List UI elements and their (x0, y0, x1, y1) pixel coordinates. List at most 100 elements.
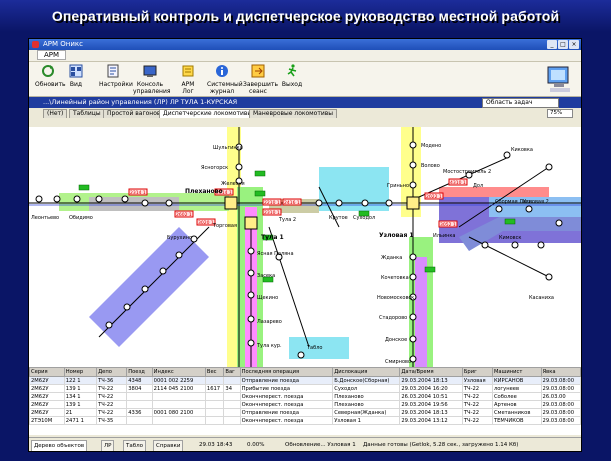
station-node[interactable] (409, 181, 417, 189)
train-tag[interactable]: 2602 1 (174, 210, 194, 218)
end-session-button[interactable]: Завершить сеанс (243, 64, 278, 95)
refresh-button[interactable]: Обновить (35, 64, 65, 88)
station-node[interactable] (141, 199, 149, 207)
tab-none[interactable]: (Нет) (43, 109, 68, 118)
tab-wagon-idle[interactable]: Простой вагонов (103, 109, 165, 118)
station-node[interactable] (361, 199, 369, 207)
minimize-button[interactable]: _ (547, 40, 557, 49)
view-button[interactable]: Вид (65, 64, 87, 88)
tab-dispatch-locos[interactable]: Диспетчерские локомотивы (159, 109, 257, 118)
column-header[interactable]: Ваг (223, 367, 241, 377)
station-node[interactable] (175, 251, 183, 259)
column-header[interactable]: Машинист (491, 367, 542, 377)
loco-marker[interactable] (254, 190, 266, 197)
column-header[interactable]: Вес (204, 367, 225, 377)
console-button[interactable]: Консоль управления (133, 64, 170, 95)
station-node[interactable] (315, 199, 323, 207)
tab-shunting-locos[interactable]: Маневровые локомотивы (249, 109, 338, 118)
train-tag[interactable]: 2416 1 (282, 198, 302, 206)
station-node[interactable] (537, 241, 545, 249)
station-node[interactable] (409, 355, 417, 363)
station-node[interactable] (297, 351, 305, 359)
station-node[interactable] (247, 339, 255, 347)
zoom-select[interactable]: 75% (547, 109, 573, 118)
train-tag[interactable]: 2210 1 (262, 198, 282, 206)
station-node[interactable] (545, 163, 553, 171)
station-node[interactable] (409, 293, 417, 301)
station-node[interactable] (235, 163, 243, 171)
settings-button[interactable]: Настройки (99, 64, 133, 88)
maximize-button[interactable]: □ (558, 40, 568, 49)
station-node[interactable] (409, 335, 417, 343)
train-tag[interactable]: 2314 1 (128, 188, 148, 196)
column-header[interactable]: Дислокация (332, 367, 401, 377)
window-titlebar[interactable]: АРМ Оникс _ □ × (29, 39, 581, 50)
station-node[interactable] (53, 195, 61, 203)
station-node[interactable] (555, 219, 563, 227)
column-header[interactable]: Дата/Время (399, 367, 463, 377)
station-node[interactable] (123, 303, 131, 311)
station-node[interactable] (141, 285, 149, 293)
arm-log-button[interactable]: АРМ Лог (175, 64, 201, 95)
train-tag[interactable]: 4310 1 (448, 178, 468, 186)
column-header[interactable]: Последняя операция (239, 367, 334, 377)
tab-object-tree[interactable]: Дерево объектов (31, 440, 88, 451)
rail-schema[interactable]: 2314 1 2602 1 3020 1 2210 1 2310 1 2416 … (29, 127, 581, 367)
train-tag[interactable]: 2022 1 (424, 192, 444, 200)
station-node[interactable] (481, 241, 489, 249)
tab-tablo[interactable]: Табло (123, 440, 147, 451)
station-node[interactable] (409, 161, 417, 169)
junction-tula1[interactable] (244, 216, 258, 230)
menu-item-arm[interactable]: АРМ (37, 50, 67, 60)
train-tag[interactable]: 3052 1 (438, 220, 458, 228)
station-node[interactable] (35, 195, 43, 203)
column-header[interactable]: Бриг (461, 367, 493, 377)
tab-tables[interactable]: Таблицы (69, 109, 105, 118)
loco-marker[interactable] (254, 170, 266, 177)
tab-references[interactable]: Справки (153, 440, 184, 451)
station-node[interactable] (503, 151, 511, 159)
station-node[interactable] (465, 171, 473, 179)
station-node[interactable] (409, 141, 417, 149)
loco-marker[interactable] (424, 266, 436, 273)
station-node[interactable] (545, 273, 553, 281)
exit-button[interactable]: Выход (279, 64, 305, 88)
station-node[interactable] (159, 267, 167, 275)
station-node[interactable] (235, 143, 243, 151)
area-select[interactable]: Область задач (482, 98, 559, 108)
column-header[interactable]: Серия (29, 367, 65, 377)
train-tag[interactable]: 3020 1 (196, 218, 216, 226)
station-node[interactable] (335, 199, 343, 207)
column-header[interactable]: Поезд (126, 367, 153, 377)
station-node[interactable] (247, 291, 255, 299)
train-tag[interactable]: 2310 1 (262, 208, 282, 216)
station-node[interactable] (409, 253, 417, 261)
station-node[interactable] (247, 315, 255, 323)
loco-marker[interactable] (504, 218, 516, 225)
station-node[interactable] (511, 241, 519, 249)
column-header[interactable]: Депо (96, 367, 128, 377)
station-node[interactable] (105, 321, 113, 329)
station-node[interactable] (247, 269, 255, 277)
station-node[interactable] (165, 199, 173, 207)
station-node[interactable] (275, 253, 283, 261)
loco-marker[interactable] (358, 210, 370, 217)
station-node[interactable] (247, 247, 255, 255)
close-button[interactable]: × (569, 40, 579, 49)
station-node[interactable] (525, 205, 533, 213)
loco-marker[interactable] (262, 234, 274, 241)
station-node[interactable] (235, 177, 243, 185)
column-header[interactable]: Индекс (151, 367, 206, 377)
station-node[interactable] (190, 235, 198, 243)
station-node[interactable] (495, 205, 503, 213)
station-node[interactable] (73, 195, 81, 203)
station-node[interactable] (409, 313, 417, 321)
column-header[interactable]: Номер (63, 367, 98, 377)
station-node[interactable] (121, 195, 129, 203)
